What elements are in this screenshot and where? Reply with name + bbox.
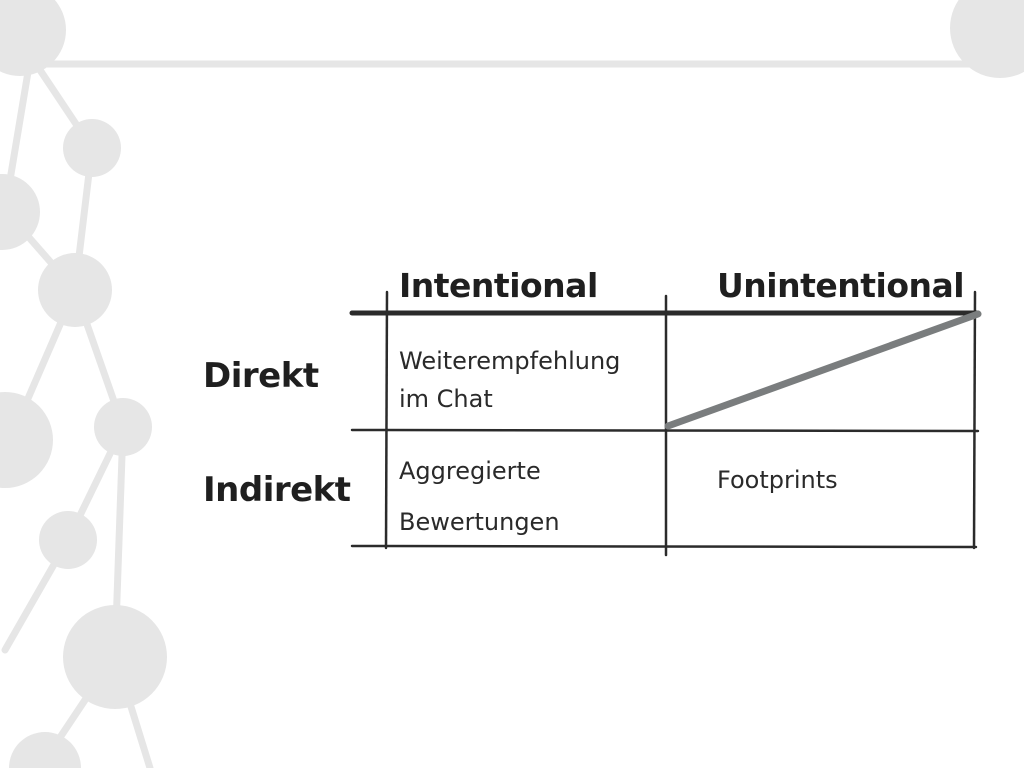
col-header-intentional: Intentional — [399, 266, 598, 305]
cell-direkt-intentional: Weiterempfehlung im Chat — [399, 342, 620, 418]
bottom-rule — [350, 544, 978, 549]
cell-line: Weiterempfehlung — [399, 347, 621, 375]
decor-node — [0, 174, 40, 250]
decor-node — [63, 605, 167, 709]
row-header-direkt: Direkt — [203, 356, 319, 396]
decor-node — [63, 119, 121, 177]
decor-node — [0, 392, 53, 488]
decor-node — [0, 0, 66, 76]
cell-indirekt-intentional: Aggregierte Bewertungen — [399, 446, 560, 548]
decor-node — [950, 0, 1024, 78]
cell-line: Aggregierte — [399, 457, 541, 485]
decor-node — [9, 732, 81, 768]
col-header-unintentional: Unintentional — [717, 266, 965, 305]
strike-line — [664, 310, 982, 430]
col-divider-right — [972, 290, 977, 550]
row-header-indirekt: Indirekt — [203, 470, 351, 510]
decor-node — [38, 253, 112, 327]
col-divider-left — [384, 290, 389, 550]
cell-line: Bewertungen — [399, 508, 560, 536]
decor-node — [39, 511, 97, 569]
decor-node — [94, 398, 152, 456]
cell-indirekt-unintentional: Footprints — [717, 466, 838, 494]
cell-line: im Chat — [399, 385, 493, 413]
